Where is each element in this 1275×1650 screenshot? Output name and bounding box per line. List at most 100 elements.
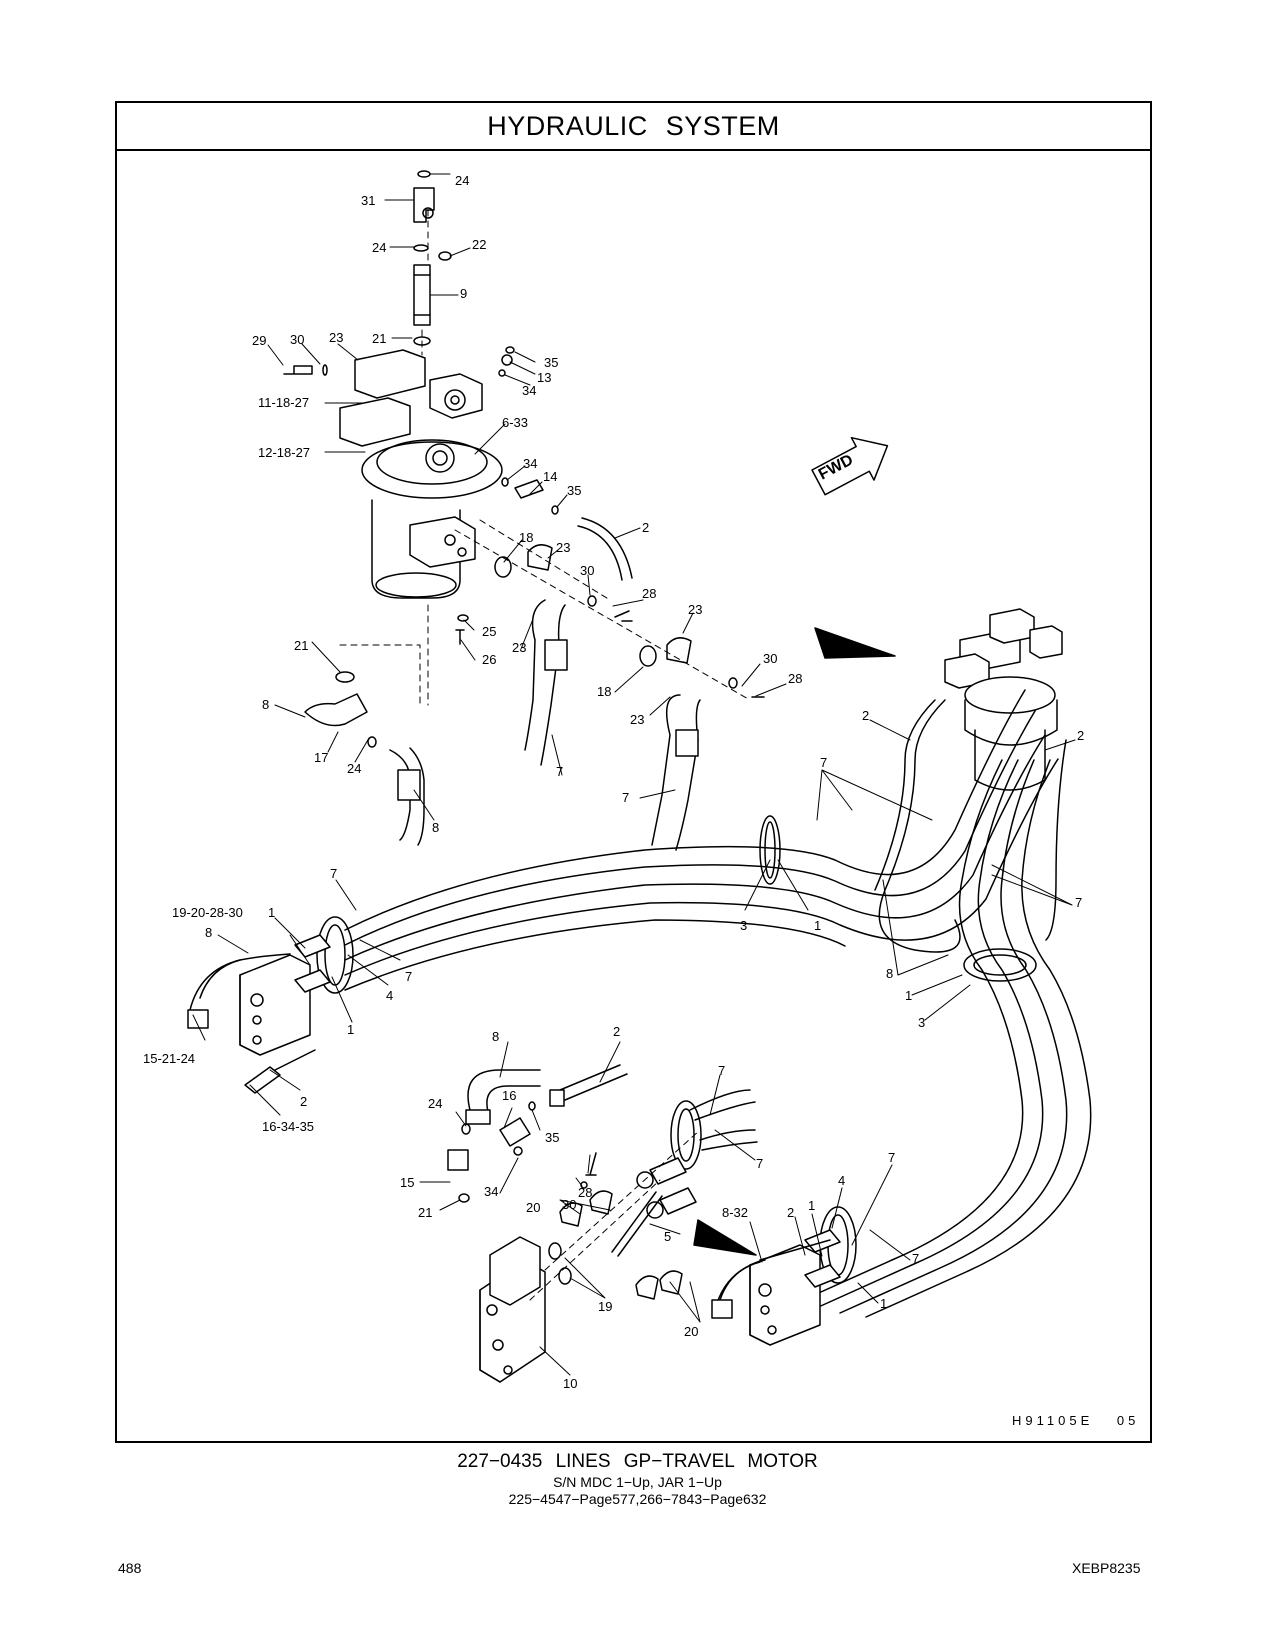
- callout: 2: [862, 708, 869, 723]
- control-valve-right: [711, 1206, 857, 1346]
- caption-reference: 225−4547−Page577,266−7843−Page632: [508, 1491, 767, 1507]
- callout: 28: [642, 586, 656, 601]
- callout: 23: [630, 712, 644, 727]
- callout: 1: [347, 1022, 354, 1037]
- callout: 31: [361, 193, 375, 208]
- callout: 23: [556, 540, 570, 555]
- callout: 30: [290, 332, 304, 347]
- callout: 20: [526, 1200, 540, 1215]
- caption-main: 227−0435 LINES GP−TRAVEL MOTOR: [457, 1451, 818, 1472]
- diagram-frame: HYDRAULIC SYSTEM: [115, 101, 1152, 1443]
- callout: 11-18-27: [258, 395, 309, 410]
- callout: 7: [756, 1156, 763, 1171]
- callout: 1: [905, 988, 912, 1003]
- callout: 7: [912, 1251, 919, 1266]
- callout: 2: [1077, 728, 1084, 743]
- leader-lines: [192, 173, 1076, 1376]
- callout: 2: [300, 1094, 307, 1109]
- callout: 7: [556, 764, 563, 779]
- callout: 15: [400, 1175, 414, 1190]
- callout: 17: [314, 750, 328, 765]
- callout: 23: [688, 602, 702, 617]
- hose-bundle-upper: [344, 689, 1059, 991]
- callout: 1: [808, 1198, 815, 1213]
- callout: 2: [642, 520, 649, 535]
- callout: 21: [294, 638, 308, 653]
- callout: 35: [567, 483, 581, 498]
- callout: 8: [886, 966, 893, 981]
- callout: 24: [347, 761, 361, 776]
- callout: 8: [432, 820, 439, 835]
- hose-bundle-right: [791, 699, 1092, 1318]
- callout: 8-32: [722, 1205, 748, 1220]
- callout: 30: [580, 563, 594, 578]
- callout: 34: [523, 456, 537, 471]
- callout: 26: [482, 652, 496, 667]
- callout-labels: 24 31 24 22 9 29 30 23 21 35 13 34 11-18…: [143, 173, 1084, 1391]
- callout: 21: [418, 1205, 432, 1220]
- drawing-code: H91105E 05: [1012, 1413, 1140, 1428]
- callout: 2: [613, 1024, 620, 1039]
- callout: 22: [472, 237, 486, 252]
- callout: 14: [543, 469, 557, 484]
- travel-motor-assembly: [283, 170, 765, 851]
- lower-exploded-parts: [447, 1064, 758, 1383]
- callout: 3: [918, 1015, 925, 1030]
- callout: 13: [537, 370, 551, 385]
- callout: 24: [372, 240, 386, 255]
- callout: 7: [888, 1150, 895, 1165]
- callout: 29: [252, 333, 266, 348]
- assembly-lines: [339, 209, 751, 706]
- caption-serial: S/N MDC 1−Up, JAR 1−Up: [553, 1474, 722, 1490]
- callout: 1: [268, 905, 275, 920]
- view-arrow-upper: [814, 627, 896, 659]
- callout: 20: [684, 1324, 698, 1339]
- callout: 34: [484, 1184, 498, 1199]
- callout: 19: [598, 1299, 612, 1314]
- callout: 24: [455, 173, 469, 188]
- callout: 35: [544, 355, 558, 370]
- callout: 8: [262, 697, 269, 712]
- callout: 7: [718, 1063, 725, 1078]
- page-title: HYDRAULIC SYSTEM: [117, 103, 1150, 151]
- callout: 7: [330, 866, 337, 881]
- page-number: 488: [118, 1560, 142, 1576]
- callout: 4: [386, 988, 393, 1003]
- callout: 3: [740, 918, 747, 933]
- callout: 8: [492, 1029, 499, 1044]
- callout: 25: [482, 624, 496, 639]
- callout: 28: [578, 1185, 592, 1200]
- callout: 7: [820, 755, 827, 770]
- callout: 1: [814, 918, 821, 933]
- callout: 4: [838, 1173, 845, 1188]
- callout: 8: [205, 925, 212, 940]
- lower-assembly-lines: [529, 1129, 701, 1301]
- callout: 23: [512, 640, 526, 655]
- callout: 19-20-28-30: [172, 905, 243, 920]
- callout: 7: [1075, 895, 1082, 910]
- callout: 15-21-24: [143, 1051, 195, 1066]
- callout: 21: [372, 331, 386, 346]
- callout: 30: [763, 651, 777, 666]
- callout: 12-18-27: [258, 445, 310, 460]
- callout: 7: [405, 969, 412, 984]
- document-code: XEBP8235: [1072, 1560, 1141, 1576]
- fwd-arrow-icon: [811, 436, 889, 496]
- callout: 6-33: [502, 415, 528, 430]
- view-arrow-lower: [693, 1219, 757, 1256]
- callout: 18: [519, 530, 533, 545]
- callout: 2: [787, 1205, 794, 1220]
- callout: 1: [880, 1296, 887, 1311]
- control-valve-left: [187, 916, 354, 1094]
- callout: 18: [597, 684, 611, 699]
- callout: 7: [622, 790, 629, 805]
- callout: 28: [788, 671, 802, 686]
- callout: 35: [545, 1130, 559, 1145]
- callout: 16: [502, 1088, 516, 1103]
- callout: 10: [563, 1376, 577, 1391]
- callout: 23: [329, 330, 343, 345]
- callout: 34: [522, 383, 536, 398]
- callout: 24: [428, 1096, 442, 1111]
- callout: 30: [562, 1197, 576, 1212]
